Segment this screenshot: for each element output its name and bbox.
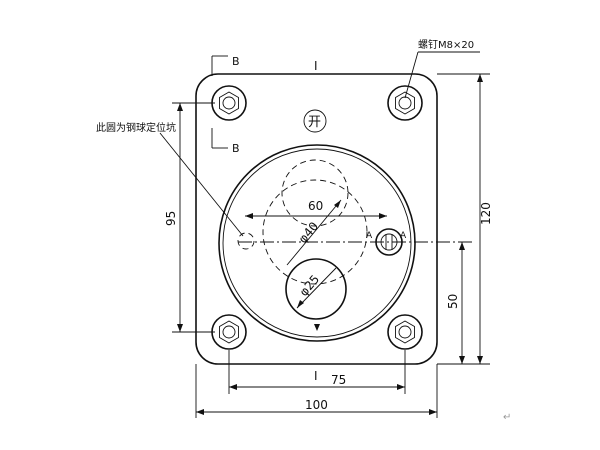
dim-120-text: 120 [479,202,493,225]
section-a-left-label: A [366,231,373,241]
screw-note-text: 螺钉M8×20 [418,39,474,51]
steel-ball-note-text: 此圆为钢球定位坑 [96,121,176,134]
main-circle-inner [222,148,412,338]
dashed-circle-40 [262,179,368,285]
outer-plate [195,73,438,365]
dashed-circle-upper [281,159,349,227]
dim-60-text: 60 [308,199,323,213]
dim-25-text: φ25 [297,272,323,299]
open-mark: 开 [303,109,327,133]
dim-75: 75 [228,350,406,394]
section-b-bottom-label: B [232,142,240,155]
center-mark-top: I [314,59,318,73]
end-mark: ↵ [503,412,511,423]
dim-95: 95 [164,102,215,333]
section-a-right-label: A [400,231,407,241]
steel-ball-dimple [237,232,255,250]
dim-60: 60 [245,199,387,219]
dim-120: 120 [437,73,493,365]
bolt-bottom-right [387,314,423,350]
bolt-top-left [211,85,247,121]
dim-50: 50 [446,242,465,364]
dim-50-text: 50 [446,294,460,309]
bolt-bottom-left [211,314,247,350]
circle-25 [285,258,347,320]
dim-25: φ25 [297,267,337,309]
dim-100-text: 100 [305,398,328,412]
main-circle-outer [218,144,416,342]
dim-75-text: 75 [331,373,346,387]
bolt-top-right [387,85,423,121]
section-b-top-label: B [232,55,240,68]
center-mark-bottom: I [314,369,318,383]
open-mark-text: 开 [308,115,321,130]
dim-95-text: 95 [164,211,178,226]
section-b-markers: B B [211,55,240,155]
triangle-mark [314,324,320,331]
screw-note: 螺钉M8×20 [404,39,480,99]
steel-ball-note: 此圆为钢球定位坑 [96,121,244,237]
dim-100: 100 [195,364,438,418]
